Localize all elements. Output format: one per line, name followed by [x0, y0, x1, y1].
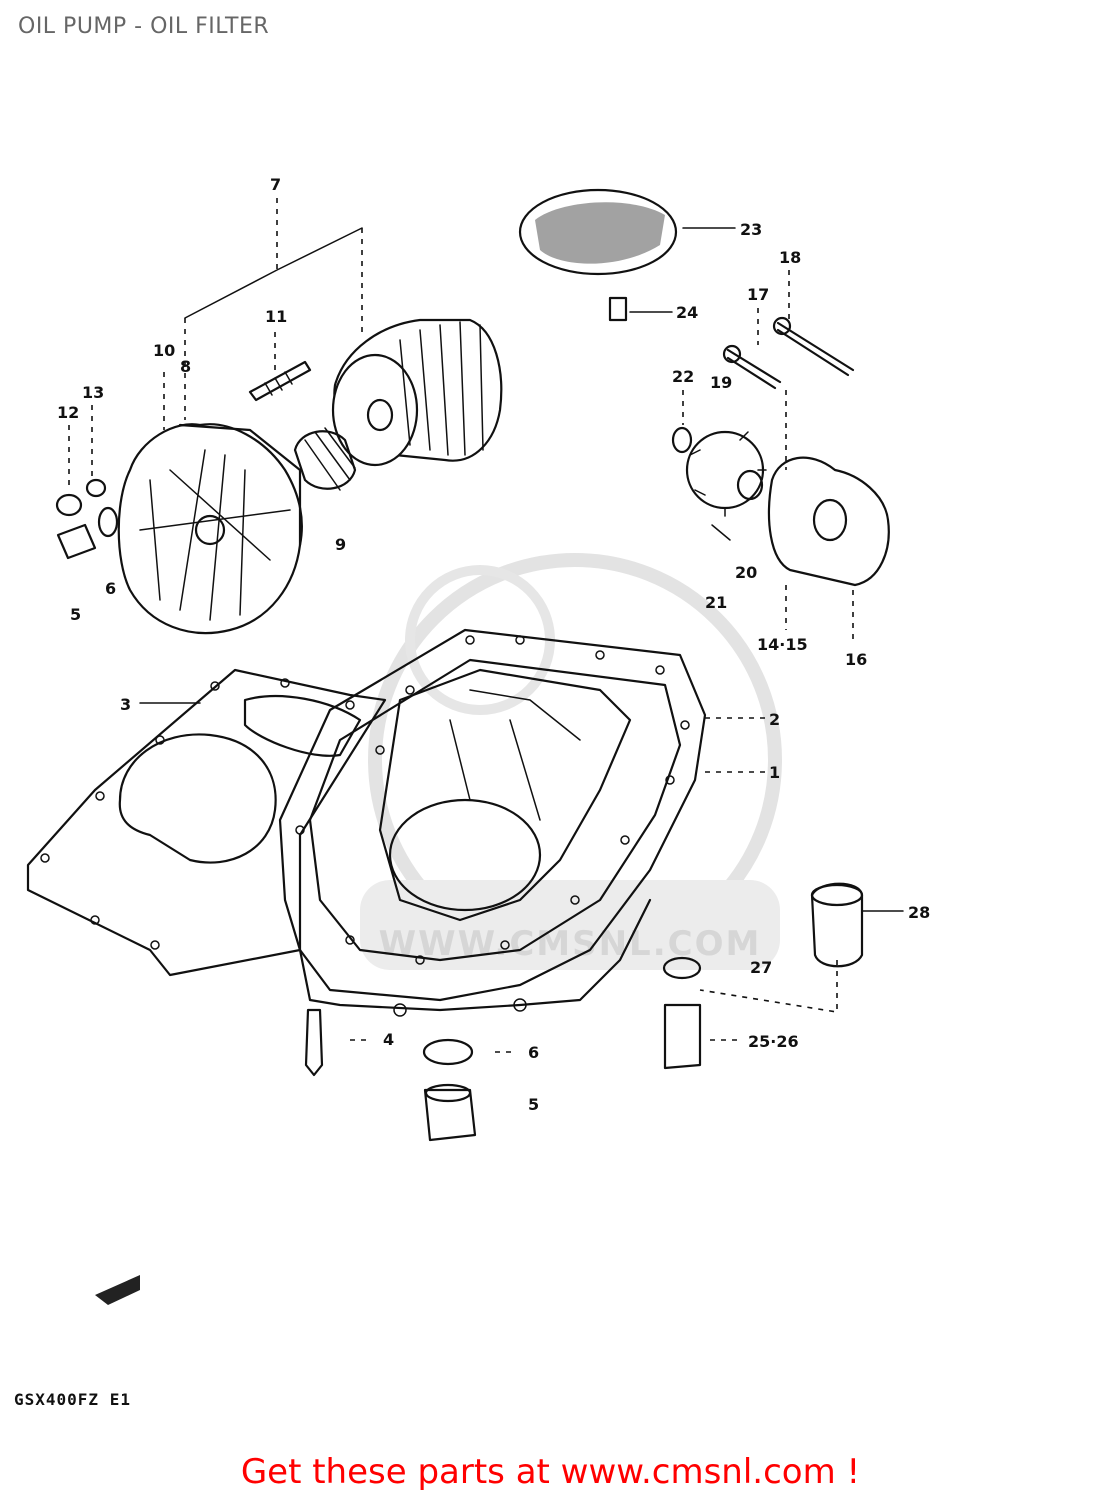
- callout-22: 22: [672, 367, 694, 386]
- oil-filter-element: [293, 318, 503, 491]
- callout-5-upper: 5: [70, 605, 81, 624]
- oil-pan: [278, 628, 707, 1017]
- callout-6-lower: 6: [528, 1043, 539, 1062]
- oil-filter-cover: [117, 423, 303, 635]
- promo-link[interactable]: Get these parts at www.cmsnl.com !: [240, 1452, 861, 1492]
- callout-24: 24: [676, 303, 698, 322]
- callout-8: 8: [180, 357, 191, 376]
- callout-20: 20: [735, 563, 757, 582]
- front-arrow-icon: [95, 1275, 140, 1305]
- callout-3: 3: [120, 695, 131, 714]
- watermark-logo: WWW.CMSNL.COM: [360, 553, 782, 970]
- callout-17: 17: [747, 285, 769, 304]
- callout-19: 19: [710, 373, 732, 392]
- oil-pan-gasket: [26, 668, 387, 977]
- page-title: OIL PUMP - OIL FILTER: [18, 14, 270, 39]
- stud-bolt: [248, 360, 312, 402]
- oil-pump-assembly: [518, 188, 890, 587]
- watermark-text: WWW.CMSNL.COM: [379, 924, 762, 964]
- callout-16: 16: [845, 650, 867, 669]
- callout-18: 18: [779, 248, 801, 267]
- callout-4: 4: [383, 1030, 394, 1049]
- callout-13: 13: [82, 383, 104, 402]
- callout-10: 10: [153, 341, 175, 360]
- callout-1: 1: [769, 763, 780, 782]
- small-fittings-left: [55, 478, 119, 560]
- callout-5-lower: 5: [528, 1095, 539, 1114]
- leader-lines: [68, 198, 904, 1053]
- callout-6-upper: 6: [105, 579, 116, 598]
- callout-25-26: 25·26: [748, 1032, 799, 1051]
- lower-fittings: [304, 882, 864, 1142]
- callout-2: 2: [769, 710, 780, 729]
- callout-9: 9: [335, 535, 346, 554]
- callout-11: 11: [265, 307, 287, 326]
- callout-21: 21: [705, 593, 727, 612]
- model-code: GSX400FZ E1: [14, 1390, 131, 1409]
- callout-12: 12: [57, 403, 79, 422]
- callout-23: 23: [740, 220, 762, 239]
- callout-14-15: 14·15: [757, 635, 808, 654]
- callout-labels: 7 11 10 8 13 12 9 6 5 23 18 17 24 22 19 …: [57, 175, 930, 1114]
- callout-7: 7: [270, 175, 281, 194]
- callout-28: 28: [908, 903, 930, 922]
- callout-27: 27: [750, 958, 772, 977]
